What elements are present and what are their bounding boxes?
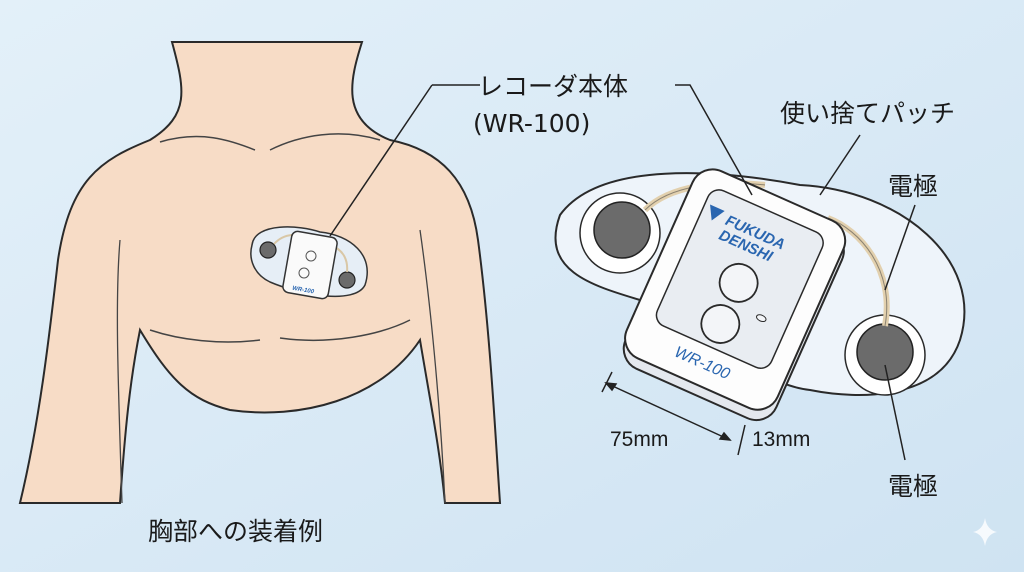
electrode-top-leader <box>884 204 916 291</box>
recorder-model-label: (WR-100) <box>473 109 590 138</box>
recorder-leader-left <box>329 84 433 237</box>
electrode-bottom-label: 電極 <box>888 472 938 501</box>
patch-leader <box>819 134 861 196</box>
brand-logo-icon <box>710 204 725 221</box>
mini-electrode-left <box>259 241 277 259</box>
mini-model-label: WR-100 <box>292 286 315 296</box>
patch-label: 使い捨てパッチ <box>780 99 955 128</box>
electrode-top-label: 電極 <box>888 172 938 201</box>
mini-patch-device: WR-100 <box>250 226 368 300</box>
electrode-bottom-leader <box>884 364 906 461</box>
thickness-dimension: 13mm <box>752 428 810 451</box>
button-top <box>718 262 759 303</box>
electrode-right <box>856 323 914 381</box>
caption: 胸部への装着例 <box>148 517 323 546</box>
button-bottom <box>700 304 741 344</box>
dimension-lines <box>601 371 746 456</box>
recorder-label: レコーダ本体 <box>478 72 628 101</box>
sparkle-icon <box>973 518 997 546</box>
mini-electrode-right <box>338 271 356 289</box>
indicator-led <box>756 314 767 323</box>
recorder-leader-right <box>675 84 753 196</box>
electrode-left <box>593 201 651 259</box>
recorder-device: FUKUDA DENSHI WR-100 <box>622 168 847 422</box>
length-dimension: 75mm <box>610 428 668 451</box>
